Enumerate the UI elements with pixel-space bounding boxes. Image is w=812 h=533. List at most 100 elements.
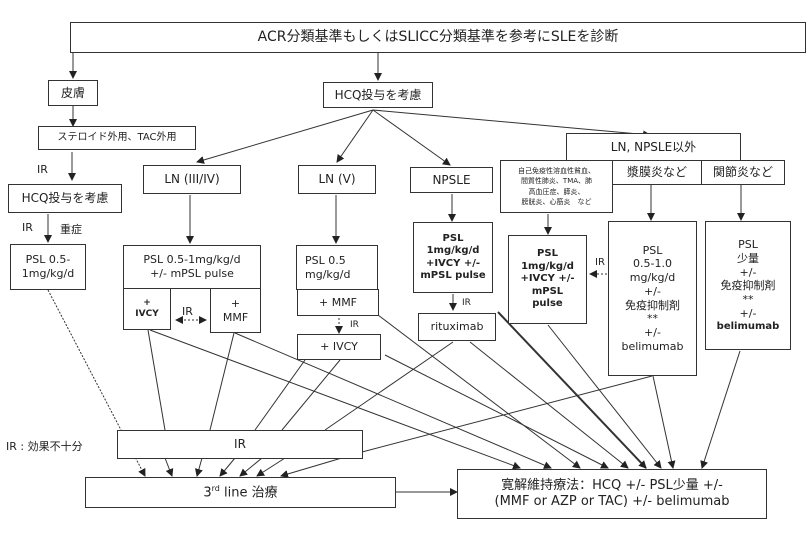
other-sub1-line: 間質性肺炎、TMA、肺 bbox=[520, 177, 593, 185]
psl-other3-line: +/- bbox=[739, 265, 757, 279]
psl-npsle-line: PSL bbox=[442, 232, 464, 244]
arrow-npsle-maint bbox=[497, 311, 647, 469]
steroid-topical-box: ステロイド外用、TAC外用 bbox=[38, 126, 196, 150]
hcq-main-text: HCQ投与を考慮 bbox=[334, 87, 422, 102]
hcq-skin-box: HCQ投与を考慮 bbox=[8, 184, 122, 213]
ir-bidir-label: IR bbox=[182, 305, 193, 318]
ivcy-ln5-box: + IVCY bbox=[297, 334, 381, 360]
arrow-rituximab-maint bbox=[469, 341, 629, 469]
rituximab-box: rituximab bbox=[418, 313, 496, 341]
rituximab-text: rituximab bbox=[430, 320, 484, 334]
arrow-ivcy5-ir-a bbox=[254, 359, 306, 431]
third-line-box: 3rd line 治療 bbox=[85, 477, 396, 508]
mmf-ln34-box: + MMF bbox=[210, 288, 261, 333]
arrow-ir-3rd-1 bbox=[164, 457, 174, 477]
psl-other3-line: belimumab bbox=[716, 320, 780, 332]
ir-box: IR bbox=[117, 430, 363, 459]
ir-ln5-label: IR bbox=[350, 320, 359, 330]
other-sub3-text: 関節炎など bbox=[712, 165, 773, 179]
ir-npsle-label: IR bbox=[462, 298, 471, 308]
psl-other1-line: +IVCY +/- bbox=[520, 273, 575, 285]
arrow-hcq-ln34 bbox=[196, 109, 374, 164]
other-sub3-box: 関節炎など bbox=[701, 160, 785, 185]
arrow-hcq-npsle bbox=[372, 109, 451, 166]
diagnosis-text: ACR分類基準もしくはSLICC分類基準を参考にSLEを診断 bbox=[257, 28, 619, 45]
other-sub1-line: 高血圧症、膵炎、 bbox=[528, 187, 585, 196]
ln34-text: LN (III/IV) bbox=[164, 172, 220, 186]
psl-ln34-line: +/- mPSL pulse bbox=[150, 267, 234, 280]
skin-text: 皮膚 bbox=[60, 85, 85, 100]
arrow-hcq-ln5 bbox=[336, 109, 374, 163]
hcq-skin-text: HCQ投与を考慮 bbox=[21, 191, 109, 205]
psl-other2-line: 0.5-1.0 bbox=[633, 257, 672, 271]
ln34-box: LN (III/IV) bbox=[143, 165, 241, 194]
other-sub1-box: 自己免疫性溶血性貧血、 間質性肺炎、TMA、肺 高血圧症、膵炎、 膀胱炎、心筋炎… bbox=[500, 160, 613, 213]
maintenance-line: (MMF or AZP or TAC) +/- belimumab bbox=[494, 494, 730, 509]
psl-other2-line: ** bbox=[647, 312, 658, 326]
psl-npsle-line: 1mg/kg/d bbox=[426, 245, 480, 256]
ivcy-ln34-box: + IVCY bbox=[123, 288, 171, 330]
psl-other3-line: 少量 bbox=[737, 251, 759, 265]
arrow-mmf34-ir bbox=[209, 332, 235, 431]
npsle-box: NPSLE bbox=[410, 167, 493, 193]
hcq-main-box: HCQ投与を考慮 bbox=[323, 82, 433, 108]
ln5-text: LN (V) bbox=[318, 172, 356, 186]
steroid-topical-text: ステロイド外用、TAC外用 bbox=[57, 131, 177, 143]
mmf-ln5-text: + MMF bbox=[318, 295, 358, 309]
ln5-box: LN (V) bbox=[298, 165, 376, 194]
ivcy-ln5-text: + IVCY bbox=[320, 340, 358, 354]
arrow-ir-3rd-4 bbox=[239, 457, 263, 477]
arrow-hcq-other bbox=[372, 109, 651, 139]
arrow-other2-ir bbox=[361, 375, 653, 453]
arrow-other2-maint bbox=[652, 375, 676, 469]
other-sub1-line: 膀胱炎、心筋炎 など bbox=[521, 198, 592, 206]
arrow-ir-3rd-2 bbox=[195, 457, 203, 477]
other-sub1-line: 自己免疫性溶血性貧血、 bbox=[518, 166, 595, 175]
psl-other3-line: ** bbox=[742, 293, 754, 306]
ir-other-label: IR bbox=[595, 257, 605, 268]
arrow-mmf5-maint bbox=[377, 314, 581, 469]
psl-ln5-line: mg/kg/d bbox=[305, 267, 351, 281]
ir-label-hcq: IR bbox=[22, 221, 33, 234]
ir-label-skin: IR bbox=[37, 163, 48, 176]
diagnosis-box: ACR分類基準もしくはSLICC分類基準を参考にSLEを診断 bbox=[70, 22, 806, 53]
ivcy-ln34-line: IVCY bbox=[135, 309, 159, 319]
third-line-sup: rd bbox=[211, 483, 220, 493]
severe-label: 重症 bbox=[60, 223, 82, 236]
ir-box-text: IR bbox=[234, 437, 246, 451]
ir-legend: IR : 効果不十分 bbox=[6, 440, 83, 453]
psl-other2-line: belimumab bbox=[621, 339, 684, 353]
skin-box: 皮膚 bbox=[48, 80, 98, 106]
maintenance-box: 寛解維持療法：HCQ +/- PSL少量 +/- (MMF or AZP or … bbox=[457, 469, 767, 519]
maintenance-line: 寛解維持療法：HCQ +/- PSL少量 +/- bbox=[501, 477, 723, 493]
arrow-ivcy34-ir bbox=[147, 329, 166, 431]
third-line-text: 3rd line 治療 bbox=[203, 484, 277, 502]
arrow-other1-maint bbox=[547, 324, 662, 469]
psl-other1-line: pulse bbox=[532, 298, 563, 310]
npsle-text: NPSLE bbox=[432, 172, 471, 187]
psl-ln5-box: PSL 0.5 mg/kg/d bbox=[296, 245, 378, 290]
psl-other2-line: +/- bbox=[644, 284, 661, 298]
ivcy-ln34-line: + bbox=[143, 297, 151, 308]
psl-other2-line: 免疫抑制剤 bbox=[625, 298, 680, 312]
psl-other3-line: PSL bbox=[738, 238, 758, 251]
other-sub2-text: 漿膜炎など bbox=[626, 165, 687, 179]
arrow-mmf34-maint bbox=[234, 332, 552, 469]
other-text: LN, NPSLE以外 bbox=[610, 139, 697, 154]
arrow-ivcy5-maint bbox=[384, 354, 609, 469]
psl-other3-line: +/- bbox=[739, 306, 757, 320]
arrow-ir-3rd-3 bbox=[219, 457, 236, 477]
other-sub2-box: 漿膜炎など bbox=[612, 160, 702, 185]
psl-ln34-line: PSL 0.5-1mg/kg/d bbox=[143, 253, 241, 267]
arrow-ir-3rd-5 bbox=[256, 457, 286, 477]
psl-other1-line: 1mg/kg/d bbox=[521, 260, 574, 272]
psl-other3-line: 免疫抑制剤 bbox=[720, 279, 776, 293]
mmf-ln34-line: + bbox=[230, 296, 241, 310]
arrow-ivcy34-maint bbox=[149, 329, 521, 470]
arrow-ivcy5-ir-b bbox=[281, 359, 341, 431]
psl-other1-line: mPSL bbox=[531, 285, 564, 297]
psl-other1-box: PSL 1mg/kg/d +IVCY +/- mPSL pulse bbox=[508, 235, 587, 324]
psl-other2-line: mg/kg/d bbox=[629, 271, 676, 284]
psl-skin-box: PSL 0.5- 1mg/kg/d bbox=[10, 244, 86, 290]
